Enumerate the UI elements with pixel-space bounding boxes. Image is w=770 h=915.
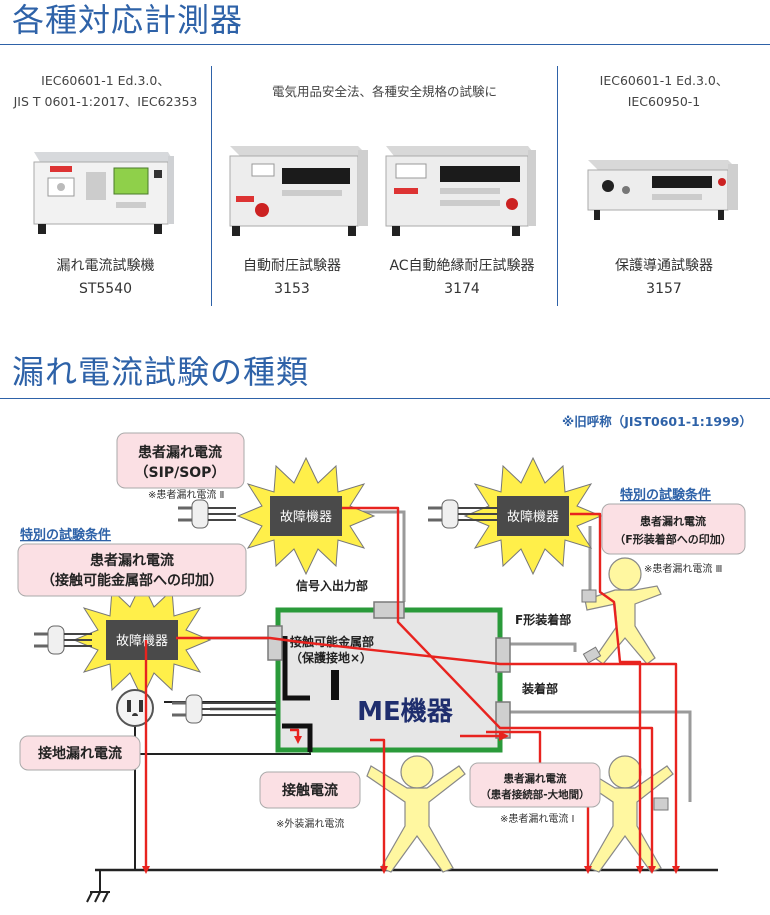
applied-port-label: 装着部 xyxy=(521,681,558,696)
box-touch-current: 接触電流 xyxy=(259,771,361,809)
old-name-external: ※外装漏れ電流 xyxy=(276,817,344,830)
section2-title: 漏れ電流試験の種類 xyxy=(12,353,310,391)
svg-text:故障機器: 故障機器 xyxy=(507,510,559,525)
old-name-patient3: ※患者漏れ電流 Ⅲ xyxy=(644,562,722,575)
box-patient-connection: 患者漏れ電流 （患者接続部-大地間） xyxy=(469,762,601,808)
plug-icon xyxy=(172,694,276,724)
box-earth-leakage: 接地漏れ電流 xyxy=(19,735,141,771)
applied-part-connectors xyxy=(581,589,669,811)
product-image-st5540 xyxy=(33,152,174,234)
product-name-3157: 保護導通試験器 3157 xyxy=(615,258,713,297)
column-separator xyxy=(557,66,558,306)
product-image-3157 xyxy=(587,160,738,220)
fault-device-top-right: 故障機器 xyxy=(463,456,603,576)
fault-device-left: 故障機器 xyxy=(72,580,212,700)
metal-part-bracket xyxy=(282,636,310,701)
column-separator xyxy=(211,66,212,306)
svg-text:（患者接続部-大地間）: （患者接続部-大地間） xyxy=(480,788,589,801)
svg-text:接触電流: 接触電流 xyxy=(282,782,338,799)
special-condition-left: 特別の試験条件 xyxy=(20,527,111,543)
svg-text:患者漏れ電流: 患者漏れ電流 xyxy=(90,552,174,569)
plug-icon xyxy=(34,625,92,655)
plug-icon xyxy=(428,499,498,529)
old-name-patient2: ※患者漏れ電流 Ⅱ xyxy=(148,488,224,501)
ground-wire-inside xyxy=(282,723,313,752)
leakage-current-diagram: ※旧呼称（JIST0601-1:1999） ME機器 信号入出力部 F形装着部 xyxy=(17,414,752,903)
plug-icon xyxy=(178,499,236,529)
old-name-note: ※旧呼称（JIST0601-1:1999） xyxy=(562,414,752,429)
product-image-3174 xyxy=(385,146,536,236)
standard-text-col3: IEC60601-1 Ed.3.0、 IEC60950-1 xyxy=(599,73,729,109)
section2-rule xyxy=(0,398,770,399)
signal-port-label: 信号入出力部 xyxy=(296,578,368,593)
svg-text:故障機器: 故障機器 xyxy=(116,634,168,649)
svg-text:患者漏れ電流: 患者漏れ電流 xyxy=(138,444,222,461)
svg-text:故障機器: 故障機器 xyxy=(280,510,332,525)
me-device-label: ME機器 xyxy=(357,697,454,727)
product-name-3174: AC自動絶縁耐圧試験器 3174 xyxy=(389,258,535,297)
old-name-patient1: ※患者漏れ電流 Ⅰ xyxy=(500,812,575,825)
standard-text-col1: IEC60601-1 Ed.3.0、 JIS T 0601-1:2017、IEC… xyxy=(13,73,198,109)
svg-text:接地漏れ電流: 接地漏れ電流 xyxy=(38,745,122,762)
svg-text:（接触可能金属部への印加）: （接触可能金属部への印加） xyxy=(41,572,223,589)
metal-part-terminal xyxy=(331,670,339,700)
box-patient-metal: 患者漏れ電流 （接触可能金属部への印加） xyxy=(17,543,247,597)
product-name-st5540: 漏れ電流試験機 ST5540 xyxy=(56,258,155,297)
metal-port-label: 接触可能金属部 （保護接地×） xyxy=(290,634,378,665)
fault-device-top-left: 故障機器 xyxy=(236,456,376,576)
svg-text:患者漏れ電流: 患者漏れ電流 xyxy=(640,514,706,528)
standard-text-col2: 電気用品安全法、各種安全規格の試験に xyxy=(271,84,497,99)
f-type-port-label: F形装着部 xyxy=(515,612,571,627)
ground-symbol xyxy=(86,870,110,903)
special-condition-right: 特別の試験条件 xyxy=(620,487,711,503)
wall-outlet-icon xyxy=(116,689,154,727)
person-icon xyxy=(584,557,662,665)
svg-text:（F形装着部への印加）: （F形装着部への印加） xyxy=(614,532,732,546)
svg-text:患者漏れ電流: 患者漏れ電流 xyxy=(504,772,567,785)
section1-title: 各種対応計測器 xyxy=(12,1,244,39)
product-name-3153: 自動耐圧試験器 3153 xyxy=(243,258,341,297)
box-patient-sip: 患者漏れ電流 （SIP/SOP） xyxy=(116,432,245,489)
person-icon xyxy=(366,755,466,873)
box-patient-f: 患者漏れ電流 （F形装着部への印加） xyxy=(601,503,746,555)
section1-rule xyxy=(0,44,770,45)
product-image-3153 xyxy=(229,146,368,236)
svg-text:（SIP/SOP）: （SIP/SOP） xyxy=(135,465,226,481)
